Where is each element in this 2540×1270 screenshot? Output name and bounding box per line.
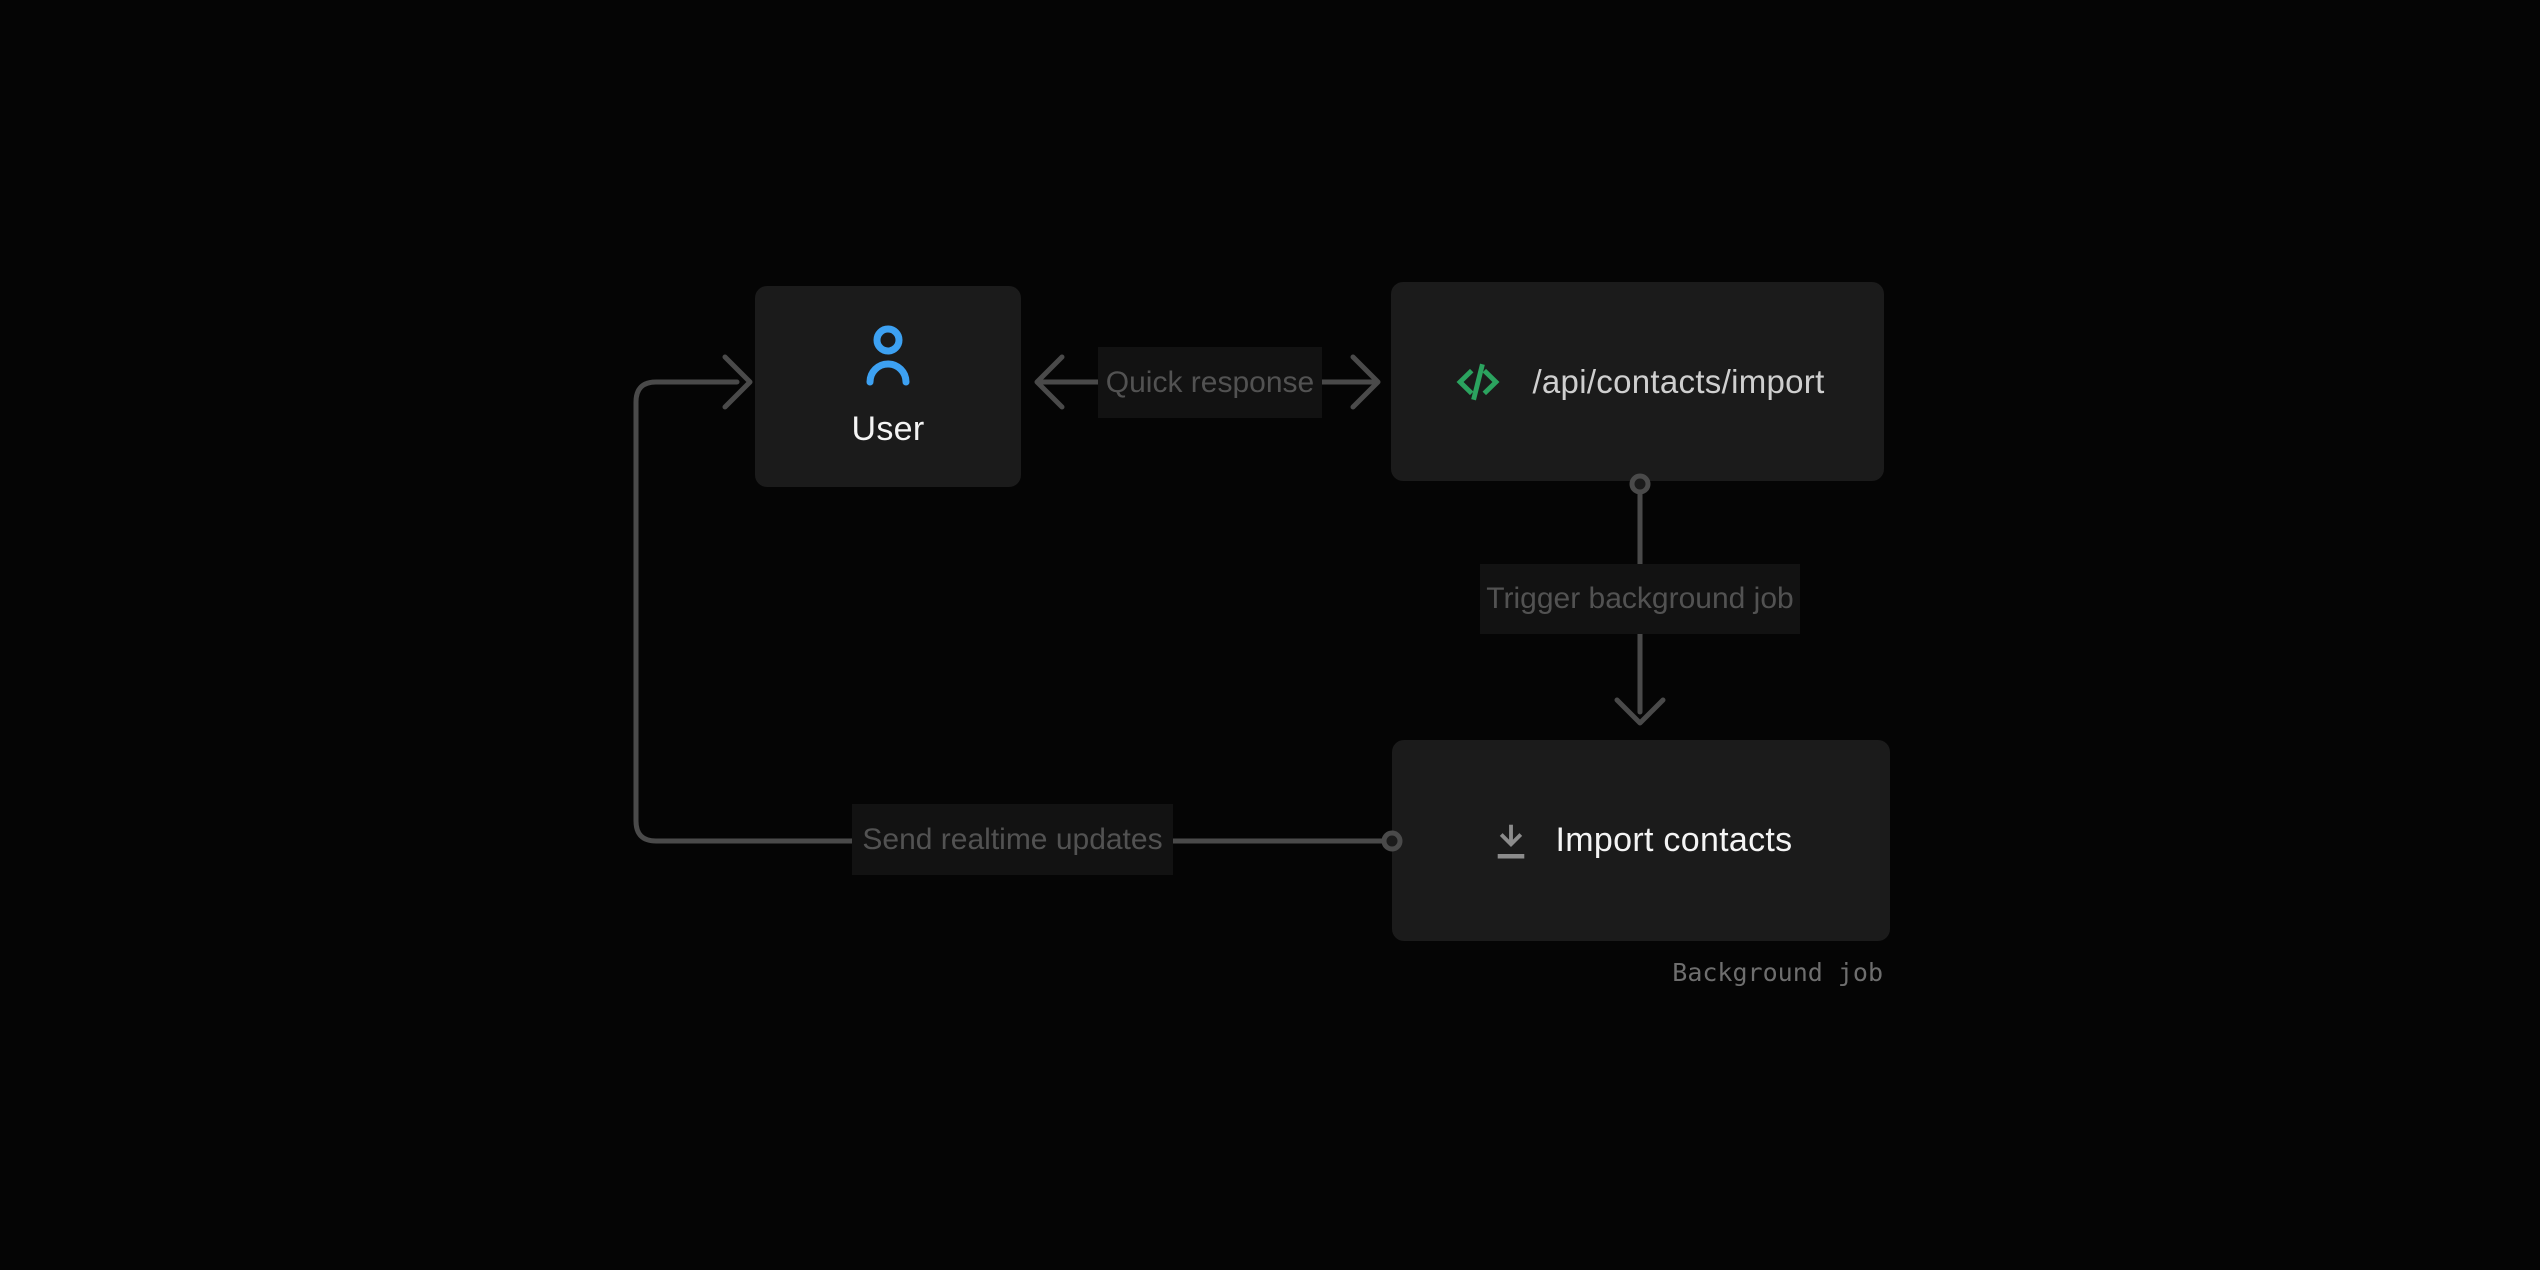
api-node: /api/contacts/import — [1391, 282, 1884, 481]
arrowhead-right-icon — [1350, 354, 1381, 410]
background-job-node: Import contacts — [1392, 740, 1890, 941]
api-node-label: /api/contacts/import — [1532, 362, 1825, 400]
edge-label-quick-response: Quick response — [1098, 347, 1322, 418]
user-node: User — [755, 286, 1021, 487]
arrowhead-down-icon — [1614, 697, 1666, 726]
arrowhead-left-icon — [1034, 354, 1065, 410]
code-icon — [1456, 363, 1500, 400]
edge-label-send-realtime-updates: Send realtime updates — [852, 804, 1173, 875]
background-job-node-label: Import contacts — [1555, 821, 1793, 859]
user-icon — [866, 325, 910, 386]
background-job-caption: Background job — [1672, 958, 1883, 987]
download-icon — [1497, 824, 1524, 858]
user-node-label: User — [851, 410, 925, 448]
edge-label-trigger-background-job: Trigger background job — [1480, 564, 1800, 634]
arrowhead-right-icon — [722, 354, 753, 410]
